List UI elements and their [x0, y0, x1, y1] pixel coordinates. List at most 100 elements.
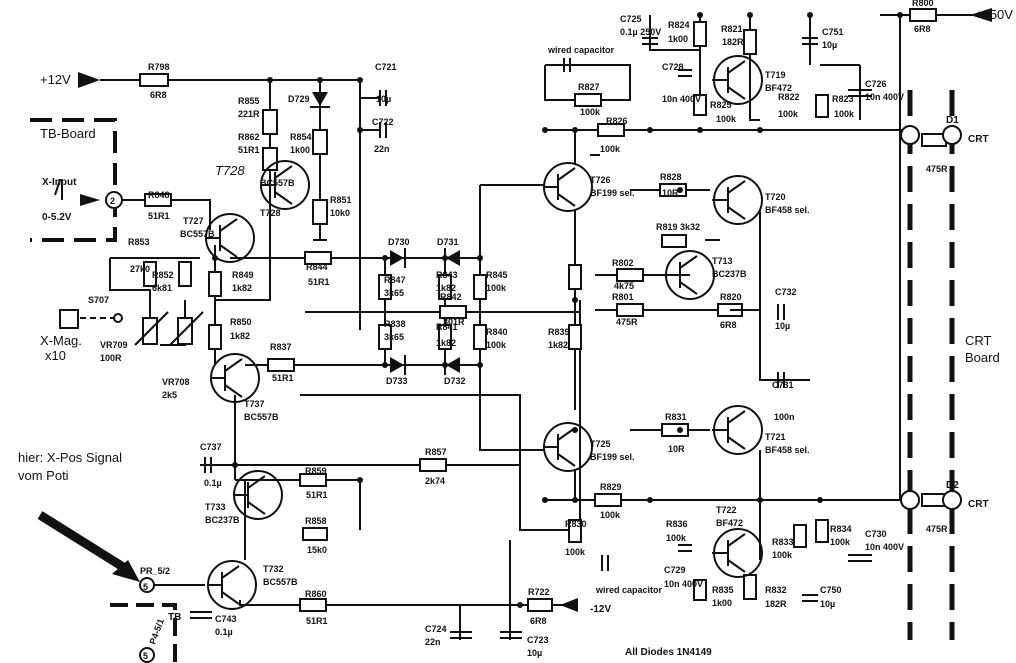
resistor-R825	[693, 94, 707, 116]
resistor-R854	[312, 129, 328, 155]
component-id-t721: T721	[765, 432, 786, 442]
resistors	[139, 8, 947, 612]
transistor-T726	[543, 162, 593, 212]
capacitor-C725	[642, 37, 658, 45]
component-id-r802: R802	[612, 258, 634, 268]
resistor-R838	[378, 324, 392, 350]
component-id-c737: C737	[200, 442, 222, 452]
component-id-r825: R825	[710, 100, 732, 110]
component-id-r860: R860	[305, 589, 327, 599]
component-value-r851: 10k0	[330, 208, 350, 218]
resistor-R853	[143, 261, 157, 287]
component-id-c724: C724	[425, 624, 447, 634]
component-value-c724: 22n	[425, 637, 441, 647]
component-id-t713: T713	[712, 256, 733, 266]
component-id-r821: R821	[721, 24, 743, 34]
component-id-t722: T722	[716, 505, 737, 515]
component-id-t732: T732	[263, 564, 284, 574]
x-mag-label: X-Mag.	[40, 333, 82, 348]
component-id-vr708: VR708	[162, 377, 190, 387]
terminals	[54, 8, 992, 663]
x-input-terminal	[105, 191, 123, 209]
component-value-r862: 51R1	[238, 145, 260, 155]
resistor-R819	[661, 234, 687, 248]
component-value-t737: BC557B	[244, 412, 279, 422]
component-value-c750: 10µ	[820, 599, 835, 609]
diode-D732	[446, 357, 460, 373]
component-value-r842: 301R	[443, 317, 465, 327]
component-value-t726: BF199 sel.	[590, 188, 635, 198]
component-id-d733: D733	[386, 376, 408, 386]
component-value-t722: BF472	[716, 518, 743, 528]
resistor-R839	[568, 324, 582, 350]
component-value-r834: 100k	[830, 537, 851, 547]
component-value-r852: 6k81	[152, 283, 172, 293]
capacitor-C728	[678, 69, 692, 77]
annotation-line2: vom Poti	[18, 468, 69, 483]
diode-D733	[390, 357, 404, 373]
resistor-R844	[304, 251, 332, 265]
component-id-r858: R858	[305, 516, 327, 526]
x-range-label: 0-5.2V	[42, 212, 72, 223]
component-value-r843: 1k82	[436, 283, 456, 293]
component-value-t732: BC557B	[263, 577, 298, 587]
pin5b-label: 5	[143, 651, 148, 661]
resistor-R860	[299, 598, 327, 612]
component-value-c723: 10µ	[527, 648, 542, 658]
s707-label: S707	[88, 295, 109, 305]
component-value-t728: BC557B	[260, 178, 295, 188]
component-id-r835: R835	[712, 585, 734, 595]
component-id-r836: R836	[666, 519, 688, 529]
component-value-r475a: 475R	[926, 164, 948, 174]
component-value-r858: 15k0	[307, 545, 327, 555]
component-value-c725: 0.1µ 250V	[620, 27, 661, 37]
pr-terminal	[139, 577, 155, 593]
component-id-r857: R857	[425, 447, 447, 457]
component-id-r854: R854	[290, 132, 312, 142]
component-value-r800: 6R8	[914, 24, 931, 34]
component-id-r855: R855	[238, 96, 260, 106]
component-value-r825: 100k	[716, 114, 737, 124]
component-id-r801: R801	[612, 292, 634, 302]
resistor-R837	[267, 358, 295, 372]
component-id-r834: R834	[830, 524, 852, 534]
component-id-c726: C726	[865, 79, 887, 89]
transistor-T733	[233, 470, 283, 520]
component-id-c751: C751	[822, 27, 844, 37]
resistor-R831	[661, 423, 689, 437]
resistor-R821	[743, 29, 757, 55]
d2-label: D2	[946, 480, 959, 491]
component-id-r822: R822	[778, 92, 800, 102]
tb-board-boundary	[30, 118, 117, 242]
sawtooth-icon	[54, 179, 63, 200]
annotation-arrow	[37, 511, 131, 574]
component-id-r840: R840	[486, 327, 508, 337]
component-id-d729: D729	[288, 94, 310, 104]
resistor-R835	[693, 579, 707, 601]
capacitor-C731	[777, 372, 785, 388]
component-id-r830: R830	[565, 519, 587, 529]
component-id-c731: C731	[772, 380, 794, 390]
capacitor-C737	[204, 457, 212, 473]
crt2-terminal-b	[942, 490, 962, 510]
pin5-label: 5	[143, 582, 148, 592]
resistor-R842	[439, 305, 467, 319]
component-value-c721: 10µ	[376, 94, 391, 104]
terminal-plus12	[78, 72, 100, 88]
resistor-R828	[659, 183, 687, 197]
component-id-r798: R798	[148, 62, 170, 72]
resistor-R858	[302, 527, 328, 541]
resistor-R859	[299, 473, 327, 487]
capacitor-C751	[802, 37, 818, 45]
crt-board-label: CRT	[965, 333, 992, 348]
capacitor-C724	[450, 631, 472, 639]
component-id-t728: T728	[260, 208, 281, 218]
component-value-r827: 100k	[580, 107, 601, 117]
component-id-vr709: VR709	[100, 340, 128, 350]
crt1-terminal-a	[900, 125, 920, 145]
resistor-R829	[594, 493, 622, 507]
component-id-r823: R823	[832, 94, 854, 104]
diode-D730	[390, 250, 404, 266]
component-id-t719: T719	[765, 70, 786, 80]
